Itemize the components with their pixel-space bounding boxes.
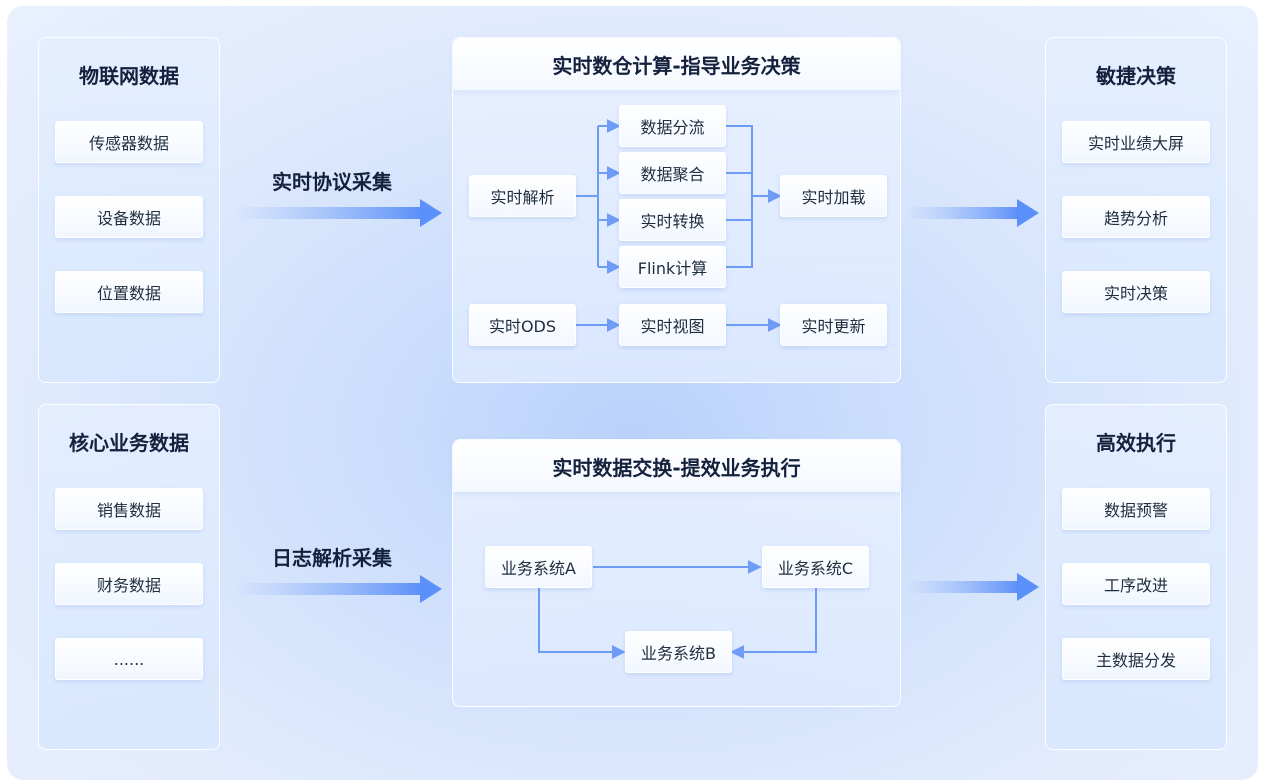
- item-finance-data: 财务数据: [55, 563, 203, 605]
- item-realtime-decision: 实时决策: [1062, 271, 1210, 313]
- panel-title: 核心业务数据: [69, 431, 189, 455]
- panel-iot-data: 物联网数据 传感器数据 设备数据 位置数据: [38, 37, 220, 383]
- flow-arrow-left-bottom: [232, 575, 442, 603]
- panel-efficient-execution: 高效执行 数据预警 工序改进 主数据分发: [1045, 404, 1227, 750]
- node-realtime-transform: 实时转换: [619, 199, 726, 241]
- node-flink-compute: Flink计算: [619, 246, 726, 288]
- flow-label-log: 日志解析采集: [272, 546, 392, 570]
- panel-core-business-data: 核心业务数据 销售数据 财务数据 ......: [38, 404, 220, 750]
- flow-arrow-right-bottom: [905, 573, 1039, 601]
- node-system-a: 业务系统A: [485, 546, 592, 588]
- item-more: ......: [55, 638, 203, 680]
- panel-title: 物联网数据: [79, 64, 179, 88]
- item-sensor-data: 传感器数据: [55, 121, 203, 163]
- node-realtime-update: 实时更新: [780, 304, 887, 346]
- node-system-c: 业务系统C: [762, 546, 869, 588]
- item-master-data-distribution: 主数据分发: [1062, 638, 1210, 680]
- panel-title: 高效执行: [1096, 431, 1176, 455]
- panel-title: 实时数据交换-提效业务执行: [453, 440, 900, 492]
- panel-realtime-warehouse: 实时数仓计算-指导业务决策: [452, 37, 901, 383]
- exchange-connectors: [538, 560, 817, 659]
- panel-agile-decision: 敏捷决策 实时业绩大屏 趋势分析 实时决策: [1045, 37, 1227, 383]
- node-data-split: 数据分流: [619, 105, 726, 147]
- node-realtime-load: 实时加载: [780, 175, 887, 217]
- node-system-b: 业务系统B: [625, 631, 732, 673]
- panel-realtime-exchange: 实时数据交换-提效业务执行 业务系统A 业务系统C 业务系统B: [452, 439, 901, 707]
- item-realtime-dashboard: 实时业绩大屏: [1062, 121, 1210, 163]
- flow-arrow-left-top: [232, 199, 442, 227]
- node-realtime-parse: 实时解析: [469, 175, 576, 217]
- item-trend-analysis: 趋势分析: [1062, 196, 1210, 238]
- item-location-data: 位置数据: [55, 271, 203, 313]
- warehouse-connectors: [576, 119, 782, 332]
- node-realtime-view: 实时视图: [619, 304, 726, 346]
- node-data-aggregate: 数据聚合: [619, 152, 726, 194]
- panel-title: 实时数仓计算-指导业务决策: [453, 38, 900, 90]
- flow-label-protocol: 实时协议采集: [272, 170, 392, 194]
- item-process-improvement: 工序改进: [1062, 563, 1210, 605]
- panel-title: 敏捷决策: [1096, 64, 1176, 88]
- node-realtime-ods: 实时ODS: [469, 304, 576, 346]
- item-sales-data: 销售数据: [55, 488, 203, 530]
- flow-arrow-right-top: [905, 199, 1039, 227]
- item-device-data: 设备数据: [55, 196, 203, 238]
- diagram-canvas: 物联网数据 传感器数据 设备数据 位置数据 核心业务数据 销售数据 财务数据 .…: [7, 6, 1258, 780]
- item-data-alert: 数据预警: [1062, 488, 1210, 530]
